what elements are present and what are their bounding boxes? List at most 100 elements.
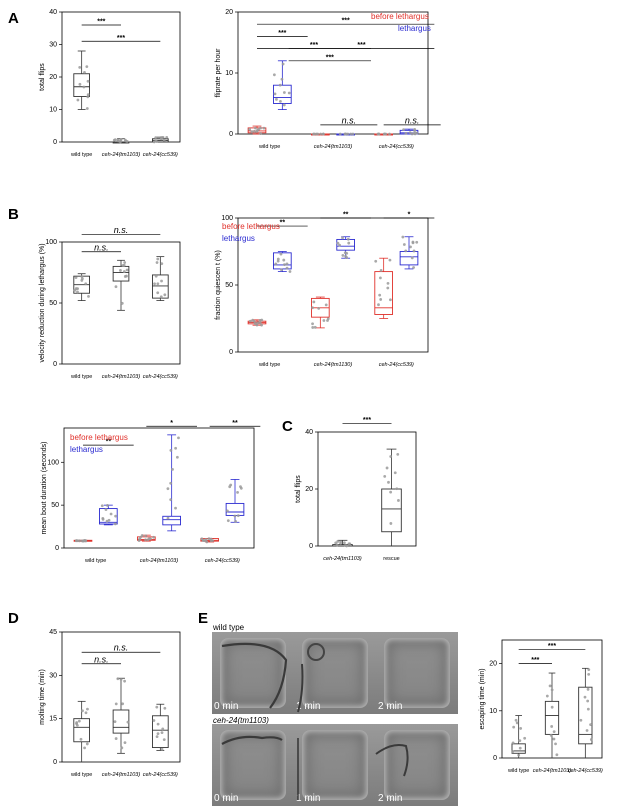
y-axis-label: velocity reduction during lethargus (%) (39, 243, 46, 362)
data-point (258, 321, 262, 325)
data-point (253, 126, 257, 130)
data-point (412, 249, 416, 253)
data-point (276, 259, 280, 263)
data-point (156, 257, 160, 261)
data-point (76, 287, 79, 291)
x-tick-label: wild type (507, 768, 529, 774)
x-tick-label: wild type (84, 558, 106, 564)
x-tick-label: ceh-24(cc539) (379, 144, 414, 150)
data-point (384, 132, 388, 136)
data-point (228, 485, 232, 489)
data-point (85, 742, 89, 746)
y-axis-label: mean bout duration (seconds) (41, 442, 48, 535)
data-point (518, 746, 522, 750)
data-point (387, 480, 390, 484)
data-point (389, 298, 392, 302)
data-point (75, 721, 79, 724)
data-point (78, 82, 82, 86)
data-point (396, 452, 400, 456)
data-point (579, 718, 583, 722)
data-point (169, 481, 173, 485)
data-point (234, 519, 237, 523)
data-point (258, 318, 262, 322)
data-point (159, 295, 163, 299)
data-point (163, 293, 167, 297)
data-point (152, 719, 156, 722)
data-point (393, 471, 397, 475)
data-point (282, 91, 286, 94)
y-tick-label: 30 (49, 42, 57, 49)
data-point (119, 678, 123, 681)
data-point (122, 270, 126, 273)
data-point (147, 537, 151, 541)
y-tick-label: 20 (489, 661, 497, 668)
panel-label-d: D (8, 610, 19, 627)
x-tick-label: ceh-24(tm1103) (102, 152, 141, 158)
data-point (169, 498, 173, 502)
data-point (280, 77, 284, 81)
data-point (169, 448, 173, 452)
data-point (250, 130, 254, 134)
data-point (236, 514, 240, 518)
significance-label: n.s. (94, 242, 109, 252)
box (511, 743, 526, 754)
y-axis-label: total flips (39, 63, 46, 91)
data-point (114, 514, 118, 518)
plot-frame (61, 631, 181, 763)
data-point (162, 138, 166, 142)
data-point (86, 79, 90, 83)
significance-label: *** (97, 19, 105, 26)
panel-label-c: C (282, 418, 293, 435)
data-point (402, 243, 406, 246)
data-point (106, 504, 109, 507)
legend-before-b2: before lethargus (222, 222, 280, 231)
data-point (163, 706, 167, 710)
y-axis-label: escaping time (min) (479, 668, 486, 729)
data-point (152, 140, 156, 144)
data-point (78, 66, 82, 69)
data-point (155, 735, 159, 739)
data-point (404, 132, 408, 135)
data-point (312, 132, 316, 136)
significance-label: ** (106, 439, 112, 446)
data-point (347, 542, 351, 546)
data-point (587, 668, 591, 672)
data-point (351, 132, 355, 136)
data-point (174, 446, 178, 450)
data-point (518, 739, 522, 743)
data-point (343, 544, 347, 548)
image-strip-wild-type: 0 min 1 min 2 min (212, 632, 458, 714)
strip-title-mutant: ceh-24(tm1103) (213, 716, 269, 725)
y-tick-label: 0 (229, 131, 233, 138)
data-point (378, 293, 382, 297)
data-point (75, 724, 79, 727)
significance-label: * (408, 212, 411, 219)
data-point (76, 539, 80, 543)
data-point (113, 522, 117, 526)
data-point (119, 269, 122, 272)
data-point (523, 736, 527, 740)
data-point (389, 455, 393, 458)
time-label: 1 min (296, 701, 321, 712)
data-point (334, 541, 338, 545)
data-point (251, 318, 255, 322)
x-tick-label: wild type (70, 152, 92, 158)
data-point (101, 516, 105, 520)
data-point (166, 487, 170, 491)
data-point (374, 259, 378, 263)
data-point (233, 514, 237, 518)
data-point (160, 731, 164, 735)
data-point (109, 512, 113, 516)
panel-label-b: B (8, 206, 19, 223)
y-tick-label: 0 (53, 139, 57, 146)
significance-label: ** (280, 220, 286, 227)
significance-label: *** (357, 42, 365, 49)
data-point (256, 128, 259, 132)
data-point (272, 73, 276, 77)
data-point (312, 300, 316, 304)
x-tick-label: ceh-24(tm1103) (102, 772, 141, 778)
panel-label-e: E (198, 610, 209, 627)
data-point (126, 720, 130, 724)
data-point (386, 286, 390, 290)
y-tick-label: 45 (49, 629, 57, 636)
